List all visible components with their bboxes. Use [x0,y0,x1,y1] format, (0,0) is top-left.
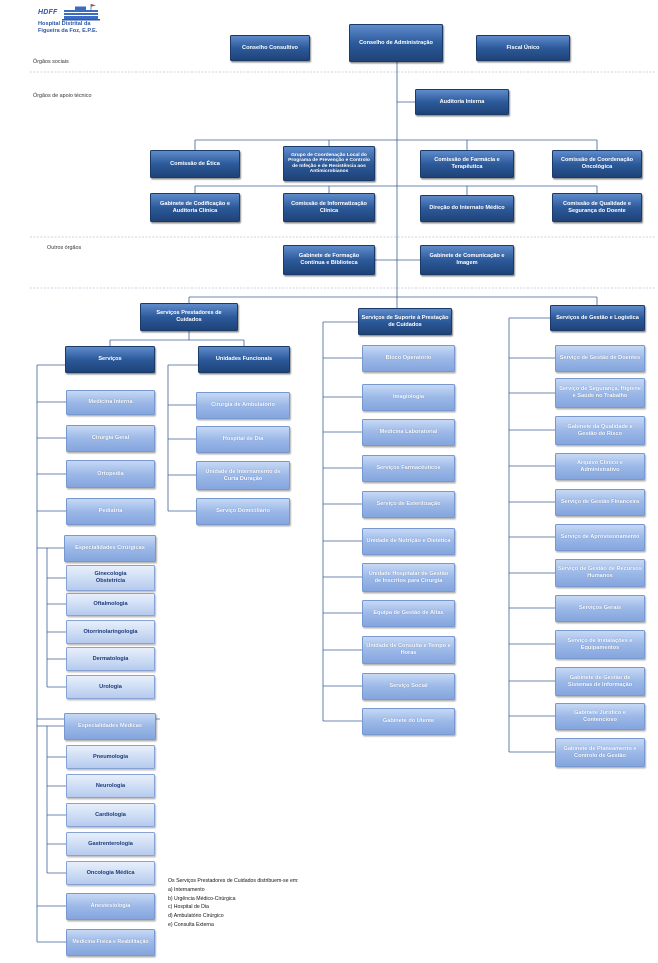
footnote-item: b) Urgência Médico-Cirúrgica [168,895,236,902]
logo-abbr: HDFF [38,9,58,16]
gestao-juridico-contencioso: Gabinete Jurídico e Contencioso [555,703,645,730]
section-label-orgaos-sociais: Órgãos sociais [33,59,69,65]
suporte-consulta-tempo-horas: Unidade de Consulta e Tempo e Horas [362,636,455,664]
uf-servico-domiciliario: Serviço Domiciliário [196,498,290,525]
conselho-consultivo-box: Conselho Consultivo [230,35,310,61]
servico-oftalmologia: Oftalmologia [66,593,155,616]
logo: HDFF Hospital Distrital da Figueira da F… [38,4,108,34]
footnote-item: a) Internamento [168,886,205,893]
suporte-gestao-inscritos-cirurgia: Unidade Hospitalar de Gestão de Inscrito… [362,563,455,592]
conselho-administracao-box: Conselho de Administração [349,24,443,62]
suporte-nutricao-dietetica: Unidade de Nutrição e Dietética [362,528,455,555]
gestao-arquivo-clinico: Arquivo Clínico e Administrativo [555,453,645,480]
servico-neurologia: Neurologia [66,774,155,798]
section-label-outros-orgaos: Outros órgãos [47,245,82,251]
uf-internamento-curta-duracao: Unidade de Internamento de Curta Duração [196,461,290,490]
footnote-item: e) Consulta Externa [168,921,214,928]
gabinete-comunicacao-box: Gabinete de Comunicação e Imagem [420,245,514,275]
fiscal-unico-box: Fiscal Único [476,35,570,61]
gestao-planeamento-controlo: Gabinete de Planeamento e Controlo de Ge… [555,738,645,767]
servico-ginecologia-obstetricia: Ginecologia Obstetrícia [66,565,155,591]
servico-medicina-fisica-reabilitacao: Medicina Física e Reabilitação [66,929,155,956]
hospital-building-icon [62,4,100,21]
section-label-apoio-tecnico: Órgãos de apoio técnico [33,93,92,99]
suporte-imagiologia: Imagiologia [362,384,455,411]
footnote-item: c) Hospital de Dia [168,904,209,911]
auditoria-interna-box: Auditoria Interna [415,89,509,115]
gestao-recursos-humanos: Serviço de Gestão de Recursos Humanos [555,559,645,587]
servico-pneumologia: Pneumologia [66,745,155,769]
servico-cardiologia: Cardiologia [66,803,155,827]
logo-name-line-2: Figueira da Foz, E.P.E. [38,28,98,34]
unidades-funcionais-box: Unidades Funcionais [198,346,290,373]
gestao-servicos-gerais: Serviços Gerais [555,595,645,622]
footnote: Os Serviços Prestadores de Cuidados dist… [168,877,388,930]
comissao-coordenacao-oncologica-box: Comissão de Coordenação Oncológica [552,150,642,178]
footnote-intro: Os Serviços Prestadores de Cuidados dist… [168,878,299,884]
servico-dermatologia: Dermatologia [66,647,155,671]
servico-anestesiologia: Anestesiologia [66,893,155,920]
servico-ortopedia: Ortopedia [66,460,155,488]
gestao-sistemas-informacao: Gabinete de Gestão de Sistemas de Inform… [555,667,645,696]
comissao-farmacia-terapeutica-box: Comissão de Farmácia e Terapêutica [420,150,514,178]
comissao-qualidade-box: Comissão de Qualidade e Segurança do Doe… [552,193,642,222]
direcao-internato-box: Direção do Internato Médico [420,195,514,222]
suporte-esterilizacao: Serviço de Esterilização [362,491,455,518]
suporte-servico-social: Serviço Social [362,673,455,700]
gabinete-formacao-box: Gabinete de Formação Contínua e Bibliote… [283,245,375,275]
servico-otorrinolaringologia: Otorrinolaringologia [66,620,155,644]
uf-hospital-dia: Hospital de Dia [196,426,290,453]
servico-oncologia-medica: Oncologia Médica [66,861,155,885]
comissao-informatizacao-box: Comissão de Informatização Clínica [283,193,375,222]
gestao-doentes: Serviço de Gestão de Doentes [555,345,645,372]
servicos-gestao-box: Serviços de Gestão e Logística [550,305,645,331]
grupo-coordenacao-infecao-box: Grupo de Coordenação Local do Programa d… [283,146,375,181]
gestao-qualidade-risco: Gabinete da Qualidade e Gestão do Risco [555,416,645,445]
gabinete-codificacao-box: Gabinete de Codificação e Auditoria Clín… [150,193,240,222]
logo-name-line-1: Hospital Distrital da [38,21,91,27]
servicos-box: Serviços [65,346,155,373]
servicos-prestadores-box: Serviços Prestadores de Cuidados [140,303,238,331]
servico-cirurgia-geral: Cirurgia Geral [66,425,155,452]
gestao-aprovisionamento: Serviço de Aprovisionamento [555,524,645,551]
suporte-medicina-laboratorial: Medicina Laboratorial [362,419,455,446]
suporte-gabinete-utente: Gabinete do Utente [362,708,455,735]
especialidades-cirurgicas-box: Especialidades Cirúrgicas [64,535,156,562]
servico-gastrenterologia: Gastrenterologia [66,832,155,856]
suporte-servicos-farmaceuticos: Serviços Farmacêuticos [362,455,455,482]
suporte-gestao-altas: Equipa de Gestão de Altas [362,600,455,627]
uf-cirurgia-ambulatorio: Cirurgia de Ambulatório [196,392,290,419]
servicos-suporte-box: Serviços de Suporte à Prestação de Cuida… [358,308,452,335]
comissao-etica-box: Comissão de Ética [150,150,240,178]
gestao-instalacoes-equipamentos: Serviço de Instalações e Equipamentos [555,630,645,659]
servico-medicina-interna: Medicina Interna [66,390,155,415]
servico-urologia: Urologia [66,675,155,699]
suporte-bloco-operatorio: Bloco Operatório [362,345,455,372]
gestao-financeira: Serviço de Gestão Financeira [555,489,645,516]
gestao-seguranca-higiene-saude: Serviço de Segurança, Higiene e Saúde no… [555,378,645,408]
especialidades-medicas-box: Especialidades Médicas [64,713,156,740]
footnote-item: d) Ambulatório Cirúrgico [168,913,224,920]
servico-pediatria: Pediatria [66,498,155,525]
